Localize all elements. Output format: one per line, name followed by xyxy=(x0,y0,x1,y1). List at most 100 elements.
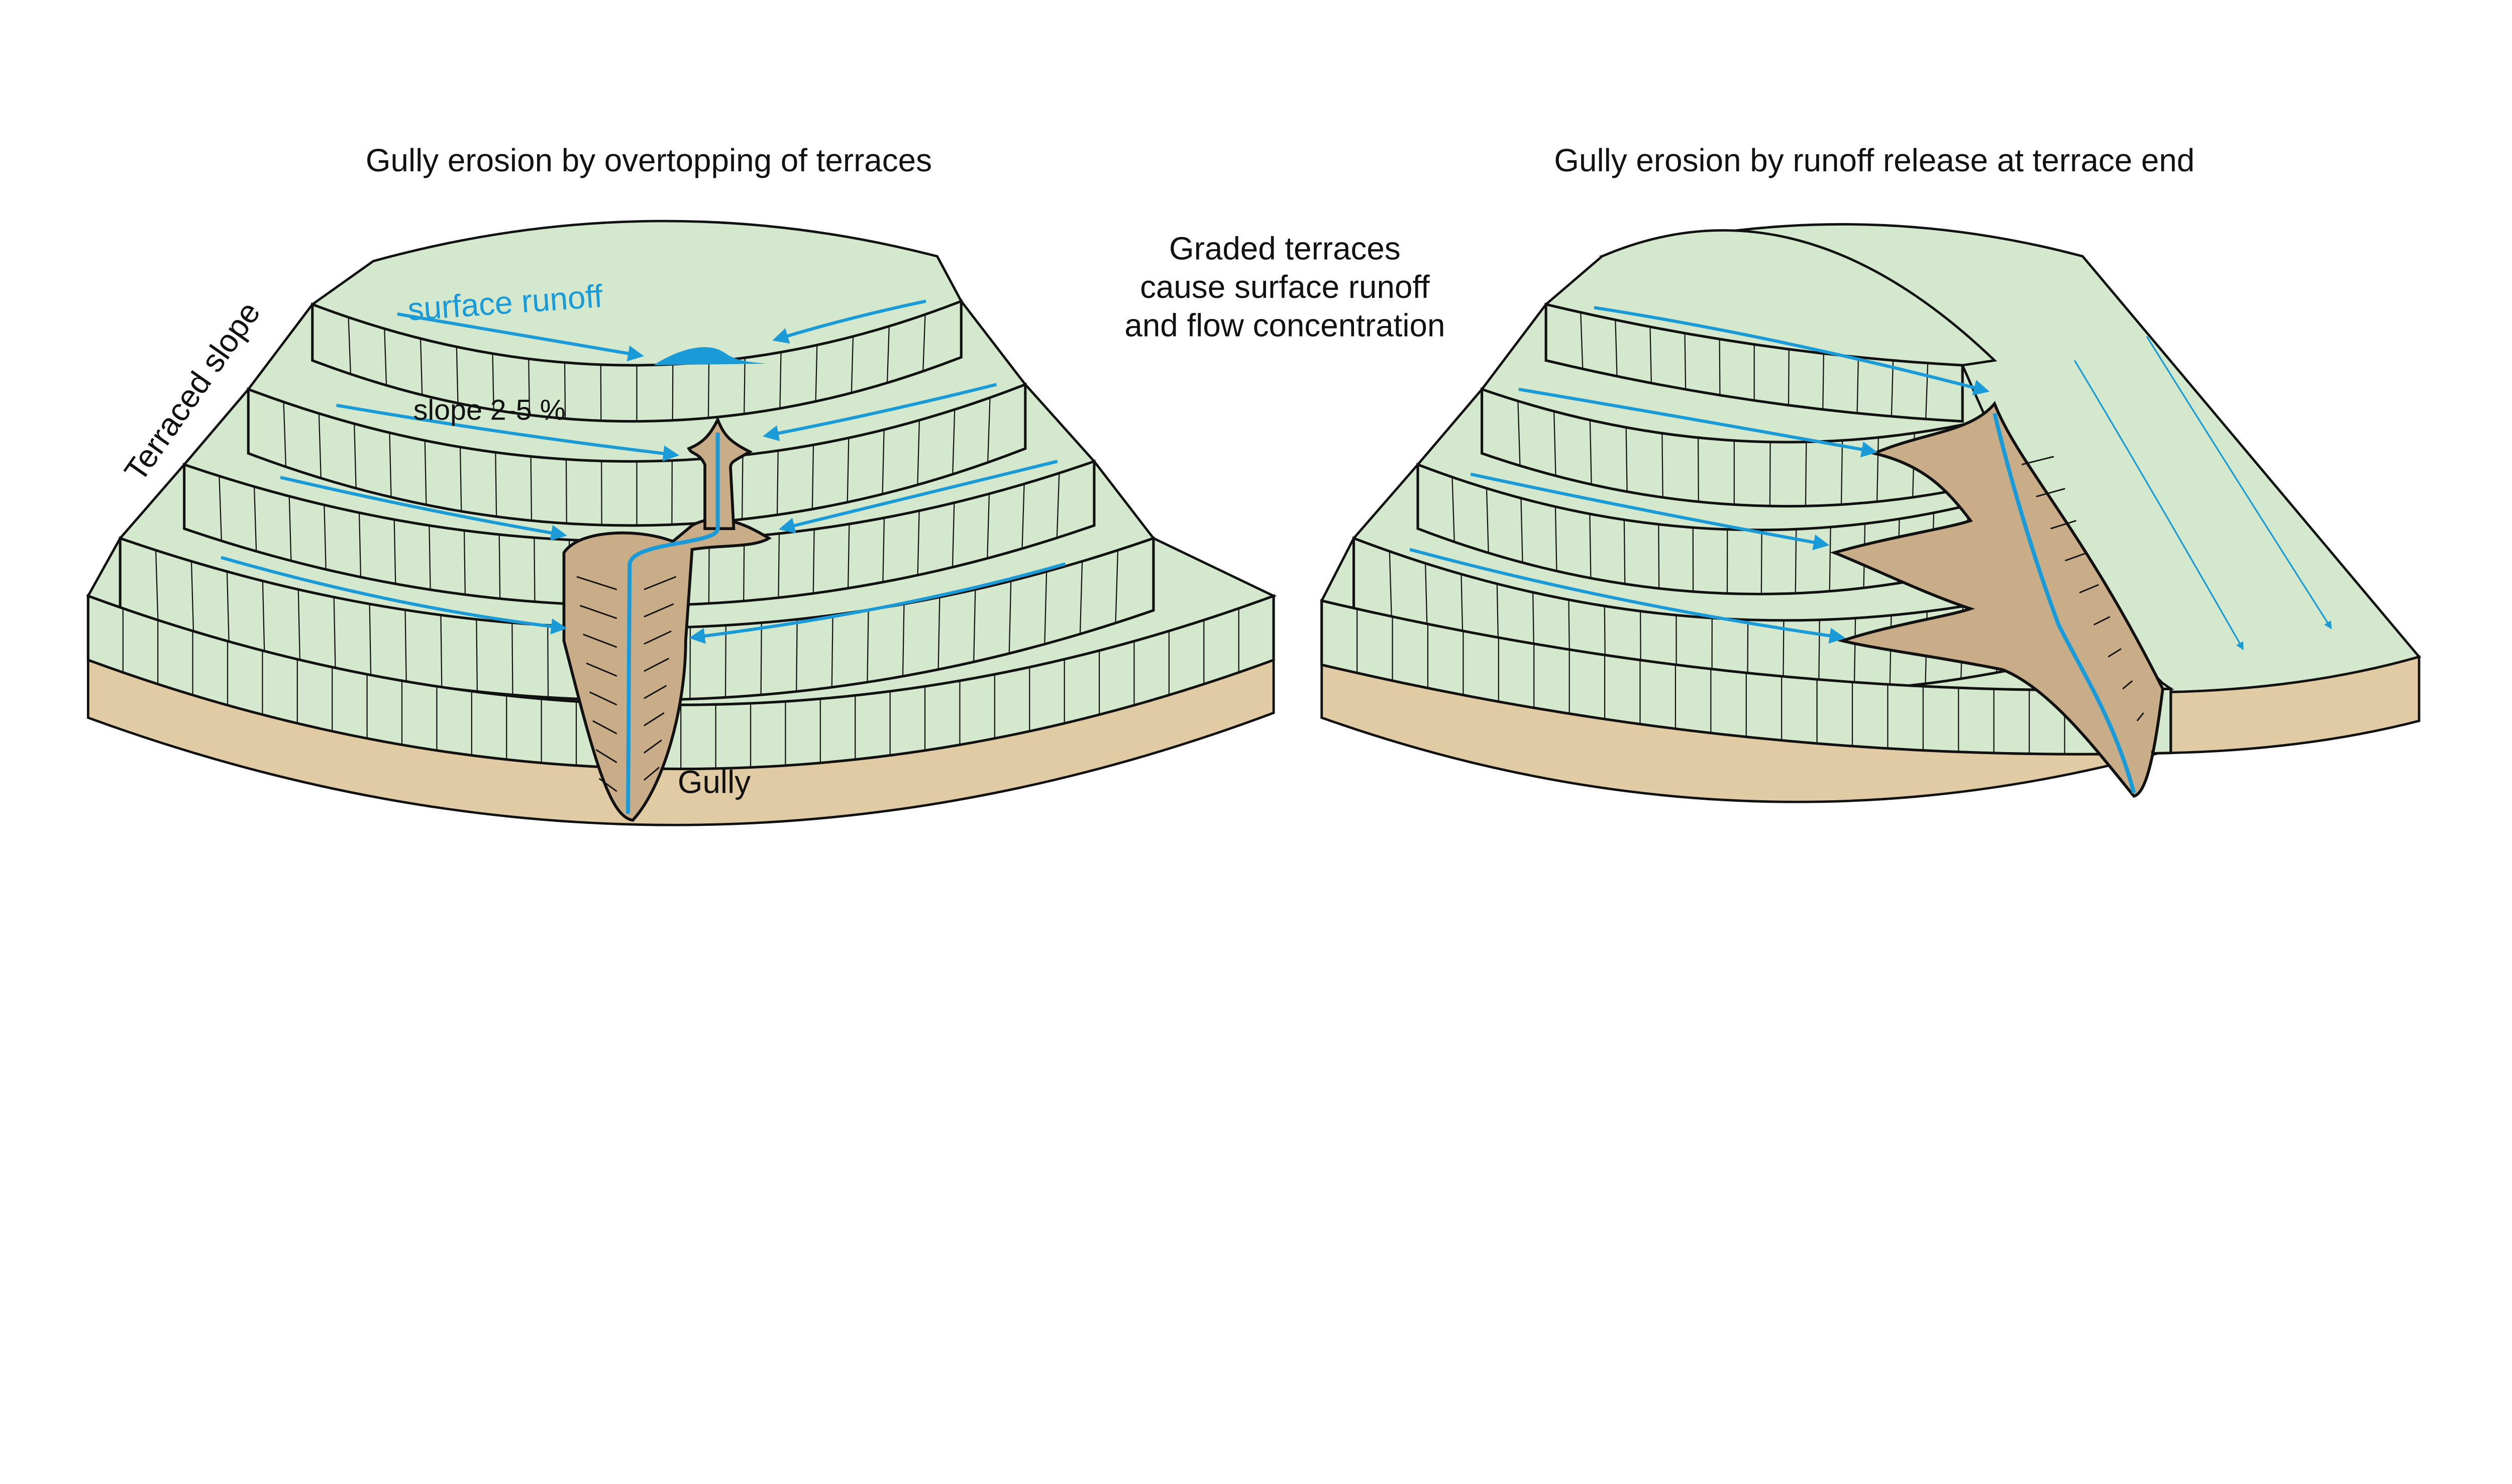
gully-channel xyxy=(626,432,720,814)
riser-tick xyxy=(1079,561,1083,633)
gully-hatch xyxy=(2094,616,2111,625)
riser-tick xyxy=(534,538,536,602)
riser-tick xyxy=(1589,420,1592,484)
riser-tick xyxy=(1891,360,1894,417)
riser-tick xyxy=(796,619,798,692)
riser-tick xyxy=(815,345,818,401)
riser-tick xyxy=(867,610,869,682)
riser-tick xyxy=(744,358,746,414)
gully-hatch xyxy=(2021,456,2054,466)
left-terrace-block xyxy=(86,220,1277,826)
riser-tick xyxy=(847,524,850,588)
riser-tick xyxy=(1520,498,1523,563)
riser-tick xyxy=(459,447,462,511)
right-terrace-block xyxy=(1320,223,2422,803)
riser-tick xyxy=(1658,524,1660,589)
riser-tick xyxy=(1697,438,1699,502)
center-note-line-2: cause surface runoff xyxy=(1140,269,1430,305)
gully-hatch xyxy=(2122,680,2133,690)
gully-hatch xyxy=(644,658,669,672)
riser-tick xyxy=(404,610,407,682)
runoff-arrow xyxy=(397,312,644,362)
riser-tick xyxy=(424,440,427,505)
riser-tick xyxy=(1623,519,1626,584)
slope-flow-arrow xyxy=(2146,336,2332,629)
riser-tick xyxy=(358,512,362,577)
riser-tick xyxy=(886,326,890,382)
riser-tick xyxy=(253,486,257,551)
riser-tick xyxy=(456,347,459,403)
riser-tick xyxy=(1008,581,1012,653)
terrace-riser xyxy=(311,299,963,423)
riser-tick xyxy=(440,615,443,687)
riser-tick xyxy=(812,529,815,594)
gully-hatch xyxy=(576,576,617,590)
riser-tick xyxy=(917,420,920,485)
riser-tick xyxy=(922,314,926,371)
riser-tick xyxy=(1625,427,1628,492)
gully-label: Gully xyxy=(678,764,751,800)
riser-tick xyxy=(1856,357,1859,413)
gully-hatch xyxy=(2151,745,2156,754)
riser-tick xyxy=(952,502,955,567)
riser-tick xyxy=(1876,437,1879,502)
riser-tick xyxy=(530,456,533,521)
terrace-riser xyxy=(183,459,1096,607)
left-panel-title: Gully erosion by overtopping of terraces xyxy=(366,142,932,178)
riser-tick xyxy=(1649,327,1652,383)
riser-tick xyxy=(1925,363,1929,419)
right-panel-title: Gully erosion by runoff release at terra… xyxy=(1554,142,2194,178)
riser-tick xyxy=(420,338,423,395)
riser-tick xyxy=(288,496,292,561)
riser-tick xyxy=(742,455,744,519)
riser-tick xyxy=(226,571,230,644)
riser-tick xyxy=(882,517,885,582)
riser-tick xyxy=(811,445,814,509)
riser-tick xyxy=(463,530,466,595)
riser-tick xyxy=(1853,618,1856,690)
riser-tick xyxy=(952,409,956,474)
riser-tick xyxy=(937,597,940,670)
riser-tick xyxy=(528,359,531,415)
riser-tick xyxy=(1056,473,1060,538)
gully-hatch xyxy=(589,691,617,706)
gully-hatch xyxy=(2050,519,2077,529)
riser-tick xyxy=(476,619,478,692)
riser-tick xyxy=(1615,320,1618,376)
riser-tick xyxy=(155,550,159,622)
gully-hatch xyxy=(644,739,662,754)
riser-tick xyxy=(1021,484,1025,548)
riser-tick xyxy=(429,525,431,590)
center-note-line-1: Graded terraces xyxy=(1169,231,1401,267)
riser-tick xyxy=(1553,411,1556,476)
gully-hatch xyxy=(2064,552,2088,562)
riser-tick xyxy=(1684,333,1687,389)
riser-tick xyxy=(724,625,726,698)
gully-hatch xyxy=(2108,648,2122,658)
riser-tick xyxy=(1840,440,1843,505)
runoff-arrow xyxy=(1470,472,1830,551)
gully-hatch xyxy=(644,685,667,699)
riser-tick xyxy=(1760,529,1762,594)
riser-tick xyxy=(318,413,322,478)
gully-hatch xyxy=(586,662,617,677)
gully-hatch xyxy=(2079,584,2099,594)
riser-tick xyxy=(882,430,885,494)
terrace-riser xyxy=(247,382,1027,527)
riser-tick xyxy=(354,423,357,488)
riser-tick xyxy=(262,581,265,653)
gully-hatch xyxy=(644,630,672,645)
riser-tick xyxy=(1517,401,1521,465)
riser-tick xyxy=(851,336,854,393)
riser-tick xyxy=(492,353,494,410)
runoff-arrow xyxy=(336,403,679,462)
terrace-gully-erosion-diagram: Gully erosion by overtopping of terraces… xyxy=(86,142,2422,826)
gully-hatch xyxy=(2136,712,2144,721)
runoff-arrow xyxy=(1518,387,1878,458)
riser-tick xyxy=(760,622,762,695)
gully xyxy=(1830,401,2164,798)
riser-tick xyxy=(847,438,850,502)
riser-tick xyxy=(219,476,222,541)
runoff-arrow xyxy=(689,562,1066,644)
gully-hatch xyxy=(644,603,674,617)
